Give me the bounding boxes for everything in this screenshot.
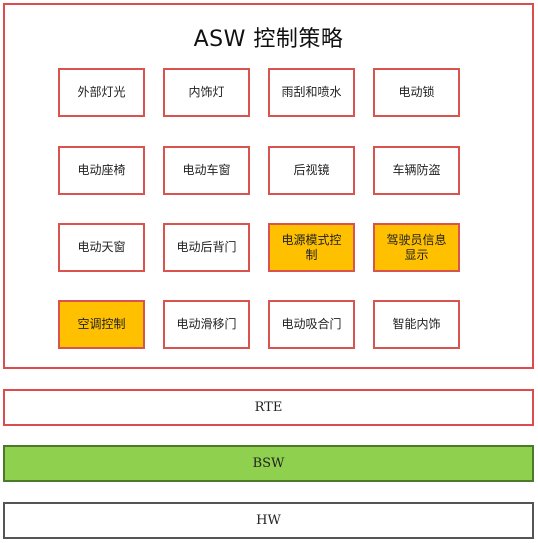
bsw-layer: BSW — [3, 445, 534, 482]
module-box: 驾驶员信息显示 — [373, 223, 460, 272]
rte-layer: RTE — [3, 389, 534, 426]
module-box: 车辆防盗 — [373, 146, 460, 195]
module-box: 外部灯光 — [58, 68, 145, 117]
hw-layer: HW — [3, 502, 534, 539]
module-box: 后视镜 — [268, 146, 355, 195]
module-box: 空调控制 — [58, 300, 145, 349]
asw-title: ASW 控制策略 — [193, 27, 344, 52]
module-box: 智能内饰 — [373, 300, 460, 349]
module-box: 内饰灯 — [163, 68, 250, 117]
module-box: 电动座椅 — [58, 146, 145, 195]
module-box: 电动吸合门 — [268, 300, 355, 349]
module-box: 电动后背门 — [163, 223, 250, 272]
module-box: 电源模式控制 — [268, 223, 355, 272]
module-box: 雨刮和喷水 — [268, 68, 355, 117]
module-box: 电动车窗 — [163, 146, 250, 195]
module-box: 电动滑移门 — [163, 300, 250, 349]
module-box: 电动天窗 — [58, 223, 145, 272]
module-box: 电动锁 — [373, 68, 460, 117]
